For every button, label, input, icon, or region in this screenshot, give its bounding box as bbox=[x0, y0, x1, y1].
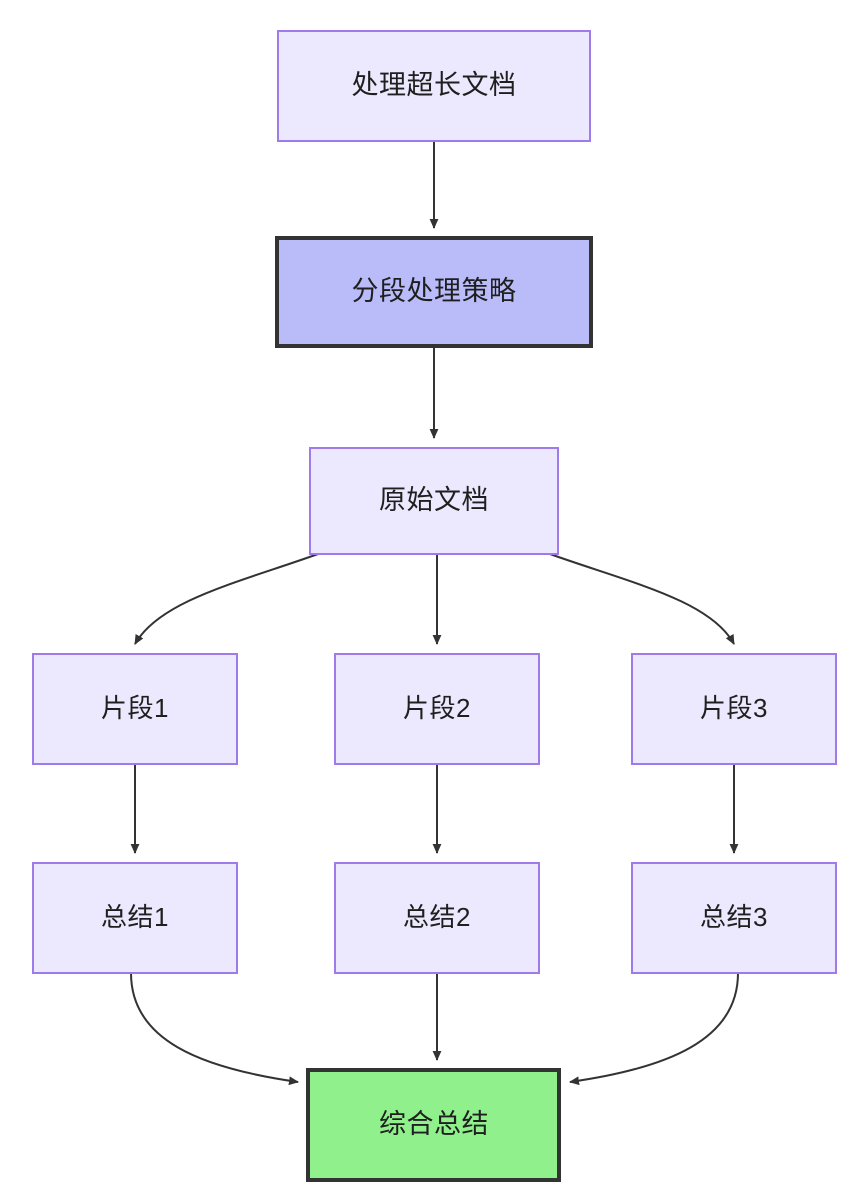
node-strategy-label: 分段处理策略 bbox=[352, 276, 517, 306]
node-source-label: 原始文档 bbox=[379, 485, 489, 515]
node-chunk3-shape[interactable] bbox=[631, 653, 837, 765]
node-chunk2-label: 片段2 bbox=[403, 693, 471, 723]
node-start-shape[interactable] bbox=[277, 30, 591, 142]
node-summary3-shape[interactable] bbox=[631, 862, 837, 974]
node-summary3[interactable]: 总结3 bbox=[631, 862, 837, 974]
node-summary3-label: 总结3 bbox=[700, 902, 768, 932]
node-chunk3[interactable]: 片段3 bbox=[631, 653, 837, 765]
node-final-shape[interactable] bbox=[306, 1068, 561, 1182]
node-final-label: 综合总结 bbox=[379, 1109, 489, 1139]
node-summary2-shape[interactable] bbox=[334, 862, 540, 974]
node-chunk2-shape[interactable] bbox=[334, 653, 540, 765]
node-source-shape[interactable] bbox=[309, 447, 559, 555]
node-strategy-shape[interactable] bbox=[275, 236, 593, 348]
node-start-label: 处理超长文档 bbox=[352, 70, 517, 100]
node-chunk3-label: 片段3 bbox=[700, 693, 768, 723]
node-chunk1-shape[interactable] bbox=[32, 653, 238, 765]
node-source[interactable]: 原始文档 bbox=[309, 447, 559, 555]
edge-summary1-to-final bbox=[130, 972, 299, 1086]
edge-source-to-chunk1 bbox=[134, 553, 319, 645]
node-summary1[interactable]: 总结1 bbox=[32, 862, 238, 974]
edge-source-to-chunk3 bbox=[549, 553, 735, 645]
node-strategy[interactable]: 分段处理策略 bbox=[275, 236, 593, 348]
node-chunk1[interactable]: 片段1 bbox=[32, 653, 238, 765]
node-summary1-label: 总结1 bbox=[101, 902, 169, 932]
nodes-layer: 处理超长文档 分段处理策略 原始文档 片段1 片段2 片段3 bbox=[32, 30, 837, 1182]
node-summary2-label: 总结2 bbox=[403, 902, 471, 932]
node-chunk1-label: 片段1 bbox=[101, 693, 169, 723]
node-chunk2[interactable]: 片段2 bbox=[334, 653, 540, 765]
edges-layer bbox=[130, 141, 739, 1086]
node-summary1-shape[interactable] bbox=[32, 862, 238, 974]
node-summary2[interactable]: 总结2 bbox=[334, 862, 540, 974]
edge-summary3-to-final bbox=[569, 972, 739, 1086]
node-start[interactable]: 处理超长文档 bbox=[277, 30, 591, 142]
node-final[interactable]: 综合总结 bbox=[306, 1068, 561, 1182]
